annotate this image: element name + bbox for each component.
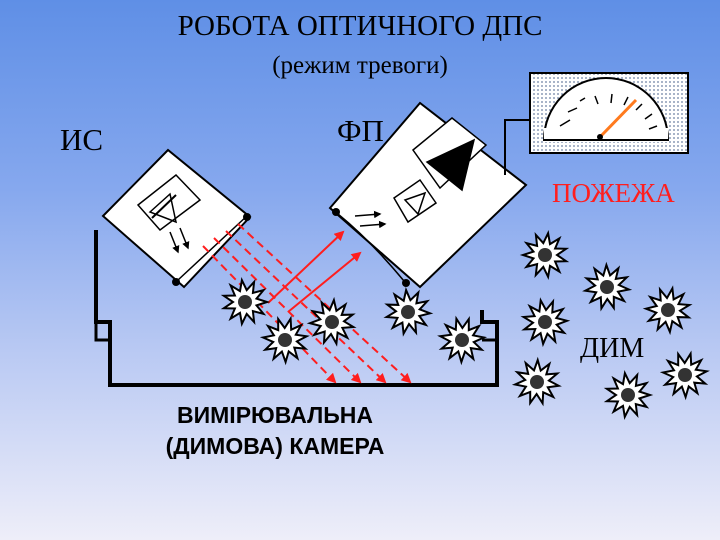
smoke-particle-core [325,315,339,329]
smoke-particle-core [530,375,544,389]
fire-label: ПОЖЕЖА [552,178,675,208]
page-subtitle: (режим тревоги) [272,52,448,79]
smoke-particles [220,229,710,421]
smoke-particle-core [600,280,614,294]
emitter-label: ИС [60,122,104,157]
chamber-label-line2: (ДИМОВА) КАМЕРА [165,433,385,459]
smoke-particle-core [401,305,415,319]
smoke-particle-core [678,368,692,382]
light-beams [202,223,412,384]
chamber-label-line1: ВИМІРЮВАЛЬНА [177,402,373,428]
page-title: РОБОТА ОПТИЧНОГО ДПС [177,10,543,42]
smoke-particle-core [661,303,675,317]
receiver-housing [328,101,528,289]
measuring-chamber [94,230,499,387]
receiver-label: ФП [337,113,384,148]
smoke-particle-core [538,315,552,329]
smoke-particle-core [455,333,469,347]
emitter-housing [101,148,252,289]
smoke-label: ДИМ [580,333,645,364]
smoke-particle-core [278,333,292,347]
alarm-gauge [529,72,689,154]
smoke-particle-core [238,295,252,309]
smoke-particle-core [538,248,552,262]
gauge-needle [598,98,638,139]
signal-wire [504,119,530,175]
smoke-particle-core [621,388,635,402]
